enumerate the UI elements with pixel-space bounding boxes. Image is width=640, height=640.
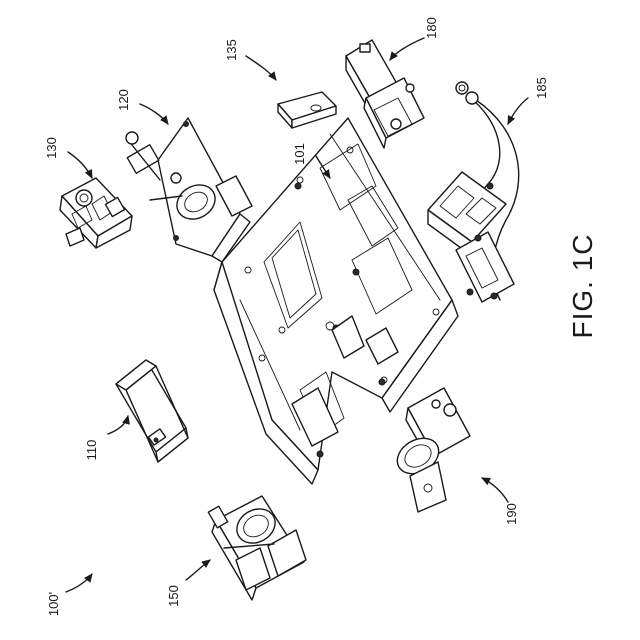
- label-190: 190: [504, 503, 519, 525]
- label-150: 150: [166, 585, 181, 607]
- label-110: 110: [84, 440, 99, 461]
- figure-title: FIG. 1C: [567, 233, 598, 338]
- rail-block: [346, 40, 424, 148]
- label-100-prime: 100': [46, 592, 61, 616]
- label-180: 180: [424, 17, 439, 39]
- small-bracket: [278, 92, 336, 128]
- label-185: 185: [534, 77, 549, 99]
- label-130: 130: [44, 137, 59, 159]
- housing: [116, 360, 188, 462]
- connector-block: [60, 178, 132, 248]
- label-101: 101: [292, 143, 307, 165]
- motor-assembly: [126, 118, 252, 262]
- cylinder-unit: [391, 388, 470, 512]
- label-120: 120: [116, 89, 131, 111]
- lens-mount: [208, 496, 306, 600]
- label-135: 135: [224, 39, 239, 61]
- cable-assembly: [428, 82, 519, 302]
